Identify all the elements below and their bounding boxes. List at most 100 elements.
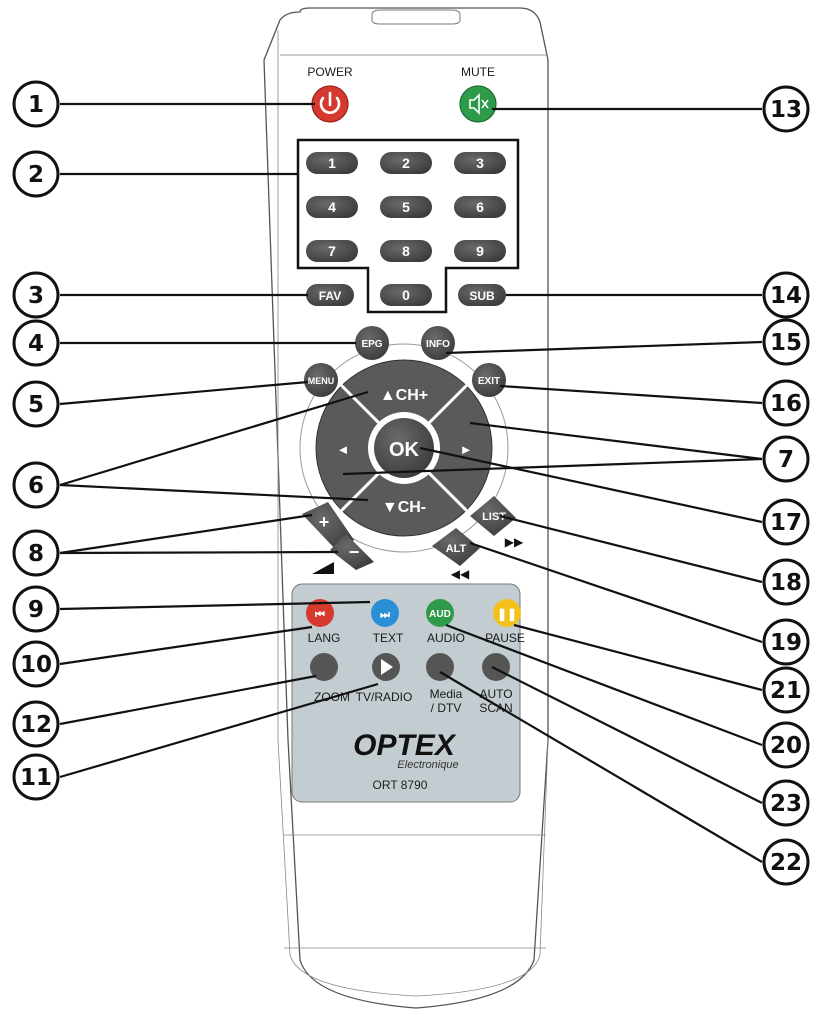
model-label: ORT 8790 [373, 778, 428, 792]
digit-key-3[interactable]: 3 [454, 152, 506, 174]
svg-text:1: 1 [28, 92, 44, 118]
digit-key-5[interactable]: 5 [380, 196, 432, 218]
svg-text:FAV: FAV [319, 289, 341, 303]
epg-button[interactable]: EPG [355, 326, 389, 360]
numpad-bracket [296, 138, 520, 314]
svg-text:4: 4 [328, 199, 336, 215]
svg-text:7: 7 [778, 447, 794, 473]
callout-14: 14 [762, 271, 810, 319]
svg-text:11: 11 [20, 765, 52, 791]
volume-wedge-icon [312, 562, 334, 574]
text-next-button[interactable]: ⏭ [371, 599, 399, 627]
media-dtv-button[interactable] [426, 653, 454, 681]
mute-button[interactable] [459, 85, 497, 123]
digit-key-8[interactable]: 8 [380, 240, 432, 262]
tv-radio-label: TV/RADIO [356, 690, 413, 704]
ok-button[interactable] [374, 418, 434, 478]
svg-text:ALT: ALT [446, 543, 467, 555]
callout-9: 9 [12, 585, 60, 633]
brand-sub: Electronique [397, 759, 458, 771]
text-label: TEXT [373, 631, 404, 645]
digit-key-4[interactable]: 4 [306, 196, 358, 218]
digit-key-1[interactable]: 1 [306, 152, 358, 174]
svg-text:3: 3 [476, 155, 484, 171]
list-button[interactable]: LIST [470, 496, 516, 536]
forward-icon: ▶▶ [505, 535, 524, 549]
svg-text:13: 13 [770, 97, 802, 123]
svg-text:⏭: ⏭ [380, 609, 390, 621]
menu-button[interactable]: MENU [304, 363, 338, 397]
callout-15: 15 [762, 318, 810, 366]
svg-text:2: 2 [28, 162, 44, 188]
svg-text:5: 5 [28, 392, 44, 418]
tv-radio-button[interactable] [372, 653, 400, 681]
callout-6: 6 [12, 461, 60, 509]
svg-text:2: 2 [402, 155, 410, 171]
scan-label: SCAN [479, 701, 512, 715]
zoom-button[interactable] [310, 653, 338, 681]
leader-lines [59, 102, 763, 863]
svg-text:❚❚: ❚❚ [497, 607, 517, 622]
mute-speaker-icon [469, 93, 489, 115]
svg-text:MENU: MENU [308, 376, 335, 386]
callout-10: 10 [12, 640, 60, 688]
svg-text:3: 3 [28, 283, 44, 309]
mute-label: MUTE [461, 65, 495, 79]
callout-3: 3 [12, 271, 60, 319]
svg-text:⏮: ⏮ [315, 609, 325, 621]
callout-11: 11 [12, 753, 60, 801]
aud-button[interactable]: AUD [426, 599, 454, 627]
left-arrow-icon: ◄ [337, 442, 350, 457]
svg-text:0: 0 [402, 287, 410, 303]
svg-text:9: 9 [28, 597, 44, 623]
power-icon [319, 91, 341, 114]
lang-label: LANG [308, 631, 341, 645]
pause-button[interactable]: ❚❚ [493, 599, 521, 627]
auto-scan-button[interactable] [482, 653, 510, 681]
svg-text:21: 21 [770, 678, 802, 704]
svg-text:19: 19 [770, 630, 802, 656]
exit-button[interactable]: EXIT [472, 363, 506, 397]
lang-prev-button[interactable]: ⏮ [306, 599, 334, 627]
power-label: POWER [307, 65, 353, 79]
callouts-left: 1 2 3 4 5 6 8 9 10 12 11 [12, 80, 60, 801]
pause-label: PAUSE [485, 631, 525, 645]
digit-key-7[interactable]: 7 [306, 240, 358, 262]
svg-text:9: 9 [476, 243, 484, 259]
svg-text:17: 17 [770, 510, 802, 536]
callout-12: 12 [12, 700, 60, 748]
svg-text:SUB: SUB [469, 289, 495, 303]
callout-2: 2 [12, 150, 60, 198]
svg-text:EPG: EPG [361, 339, 382, 350]
right-arrow-icon: ► [460, 442, 473, 457]
svg-text:23: 23 [770, 791, 802, 817]
ch-up-label: ▲CH+ [380, 387, 428, 404]
callout-7: 7 [762, 435, 810, 483]
callout-4: 4 [12, 319, 60, 367]
svg-text:12: 12 [20, 712, 52, 738]
digit-key-2[interactable]: 2 [380, 152, 432, 174]
info-button[interactable]: INFO [421, 326, 455, 360]
digit-key-6[interactable]: 6 [454, 196, 506, 218]
digit-key-0[interactable]: 0 [380, 284, 432, 306]
svg-text:4: 4 [28, 331, 44, 357]
callout-5: 5 [12, 380, 60, 428]
alt-button[interactable]: ALT [432, 528, 480, 566]
svg-text:5: 5 [402, 199, 410, 215]
callout-20: 20 [762, 721, 810, 769]
callout-18: 18 [762, 558, 810, 606]
svg-text:22: 22 [770, 850, 802, 876]
callout-21: 21 [762, 666, 810, 714]
svg-text:AUD: AUD [429, 609, 451, 620]
vol-minus-button[interactable]: − [330, 534, 374, 570]
brand-logo: OPTEX [353, 729, 457, 762]
svg-text:6: 6 [28, 473, 44, 499]
callout-22: 22 [762, 838, 810, 886]
digit-key-9[interactable]: 9 [454, 240, 506, 262]
fav-button[interactable]: FAV [306, 284, 354, 306]
callout-23: 23 [762, 779, 810, 827]
sub-button[interactable]: SUB [458, 284, 506, 306]
numpad: 1 2 3 4 5 6 7 8 9 0 [306, 152, 506, 306]
ch-down-label: ▼CH- [382, 499, 426, 516]
